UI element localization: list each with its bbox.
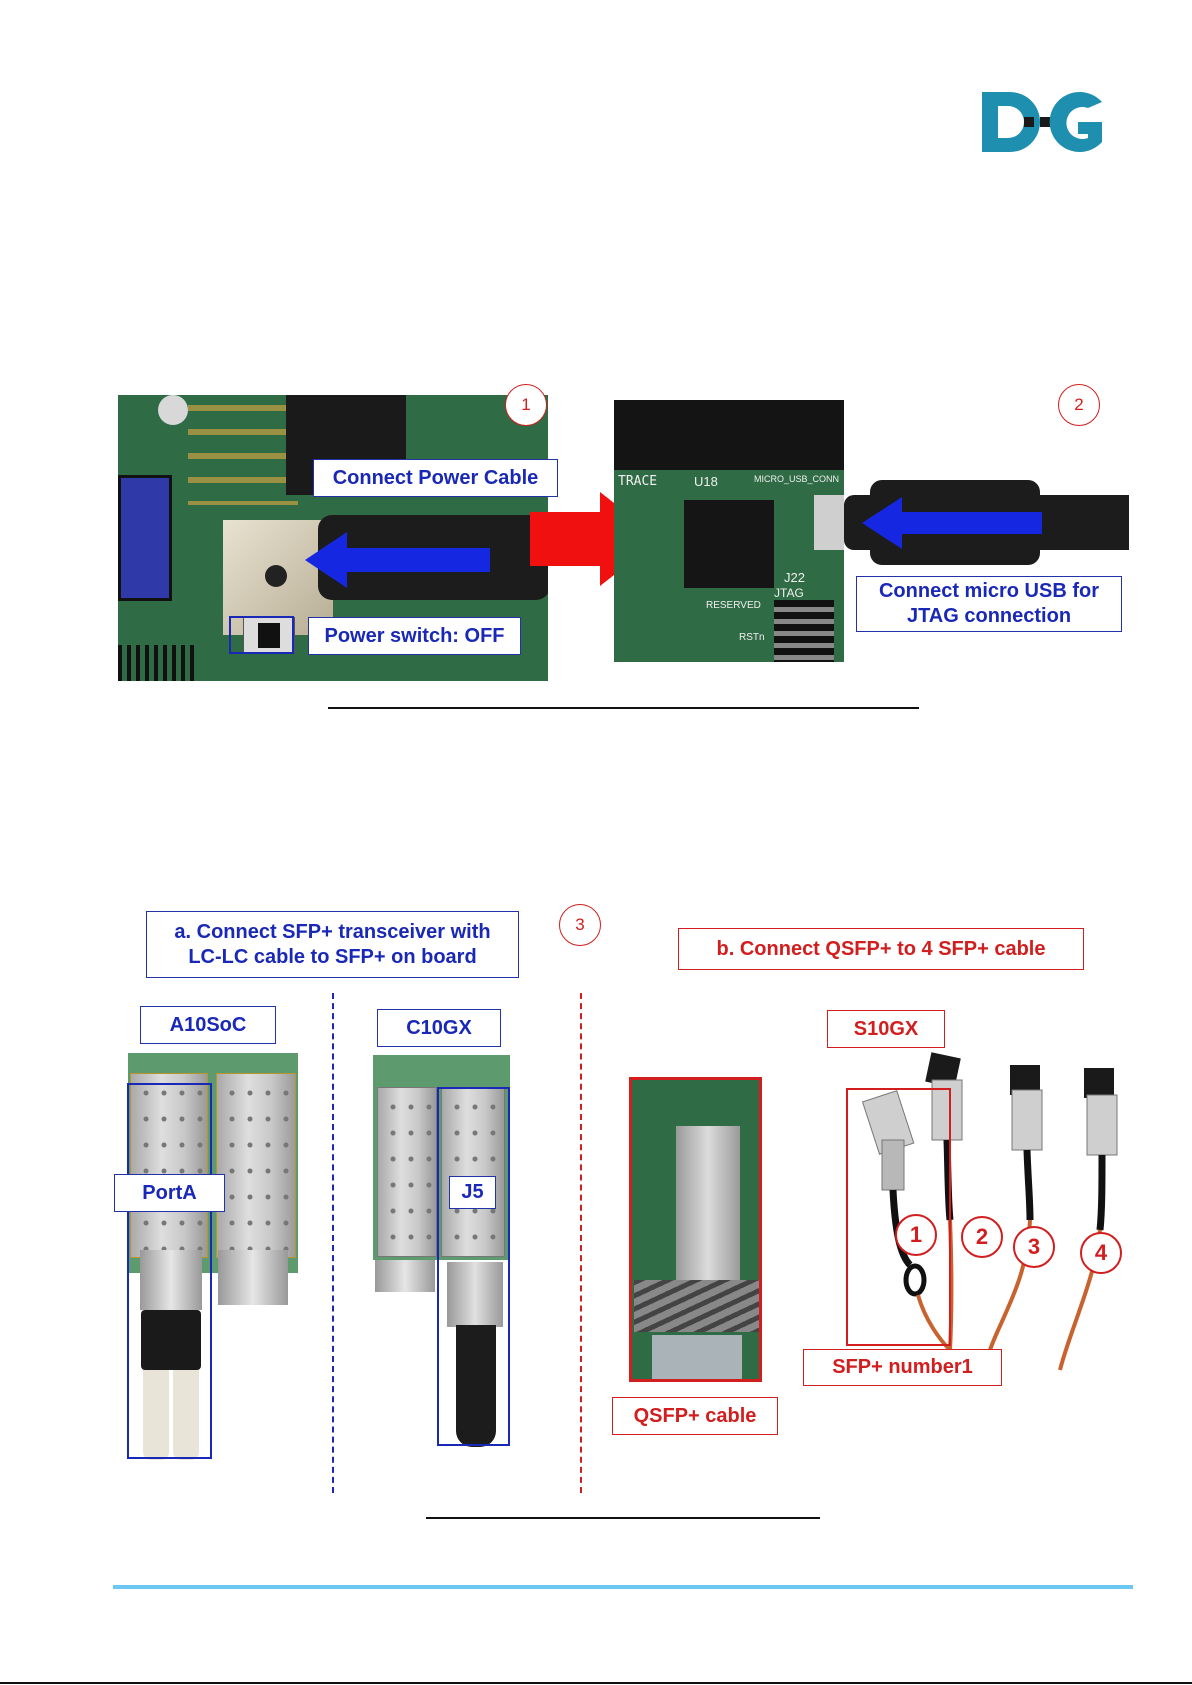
silk-jtag: JTAG: [774, 586, 804, 600]
port-a-label: PortA: [114, 1174, 225, 1212]
board-s10gx-label: S10GX: [827, 1010, 945, 1048]
step-3-marker: 3: [559, 904, 601, 946]
section-a-line2: LC-LC cable to SFP+ on board: [188, 945, 476, 970]
company-logo: [980, 88, 1104, 156]
usb-label-line2: JTAG connection: [907, 604, 1071, 629]
sfp-latch-c10: [375, 1260, 435, 1292]
sfp-cage-port-b: [216, 1073, 296, 1258]
section-a-line1: a. Connect SFP+ transceiver with: [174, 920, 490, 945]
silk-reserved: RESERVED: [706, 600, 761, 611]
port-a-highlight: [127, 1083, 212, 1459]
divider-blue-dashed: [332, 993, 334, 1493]
sfp-number1-highlight: [846, 1088, 951, 1346]
connect-micro-usb-label: Connect micro USB for JTAG connection: [856, 576, 1122, 632]
power-switch-label: Power switch: OFF: [308, 617, 521, 655]
qsfp-cage: [676, 1126, 740, 1296]
arrow-left-icon: [305, 530, 490, 590]
silk-trace: TRACE: [618, 474, 657, 489]
j5-highlight: [437, 1087, 510, 1446]
qsfp-plug: [652, 1335, 742, 1380]
power-switch-highlight: [229, 616, 294, 654]
connector-row: [118, 645, 198, 681]
board-a10soc-label: A10SoC: [140, 1006, 276, 1044]
pin-header: [188, 405, 298, 505]
usb-label-line1: Connect micro USB for: [879, 579, 1099, 604]
photo-qsfp-port: [629, 1077, 762, 1382]
cable-number-1: 1: [895, 1214, 937, 1256]
photo-jtag-usb: TRACE U18 MICRO_USB_CONN J22 JTAG RESERV…: [614, 400, 844, 662]
divider-red-dashed: [580, 993, 582, 1493]
connect-power-cable-label: Connect Power Cable: [313, 459, 558, 497]
cable-number-3: 3: [1013, 1226, 1055, 1268]
page-bottom-edge: [0, 1682, 1192, 1684]
j5-label: J5: [449, 1176, 496, 1209]
top-connector: [614, 400, 844, 470]
arrow-left-usb-icon: [862, 495, 1042, 551]
sfp-latch-b: [218, 1250, 288, 1305]
step-1-marker: 1: [505, 384, 547, 426]
jtag-header: [774, 600, 834, 662]
caption-underline-2: [426, 1517, 820, 1519]
usb-blaster-chip: [684, 500, 774, 588]
lcd-screen: [118, 475, 172, 601]
footer-rule: [113, 1585, 1133, 1589]
qsfp-cable-label: QSFP+ cable: [612, 1397, 778, 1435]
qsfp-latch: [634, 1280, 759, 1332]
cable-number-4: 4: [1080, 1232, 1122, 1274]
capacitor: [158, 395, 188, 425]
silk-micro-usb: MICRO_USB_CONN: [754, 474, 839, 484]
caption-underline-1: [328, 707, 919, 709]
silk-j22: J22: [784, 570, 805, 585]
section-b-label: b. Connect QSFP+ to 4 SFP+ cable: [678, 928, 1084, 970]
sfp-cage-1: [377, 1087, 437, 1257]
board-c10gx-label: C10GX: [377, 1009, 501, 1047]
dg-logo-icon: [980, 88, 1104, 156]
sfp-number1-label: SFP+ number1: [803, 1349, 1002, 1386]
section-a-label: a. Connect SFP+ transceiver with LC-LC c…: [146, 911, 519, 978]
silk-u18: U18: [694, 474, 718, 489]
silk-rstn: RSTn: [739, 632, 765, 643]
cable-number-2: 2: [961, 1216, 1003, 1258]
step-2-marker: 2: [1058, 384, 1100, 426]
micro-usb-port: [814, 495, 844, 550]
